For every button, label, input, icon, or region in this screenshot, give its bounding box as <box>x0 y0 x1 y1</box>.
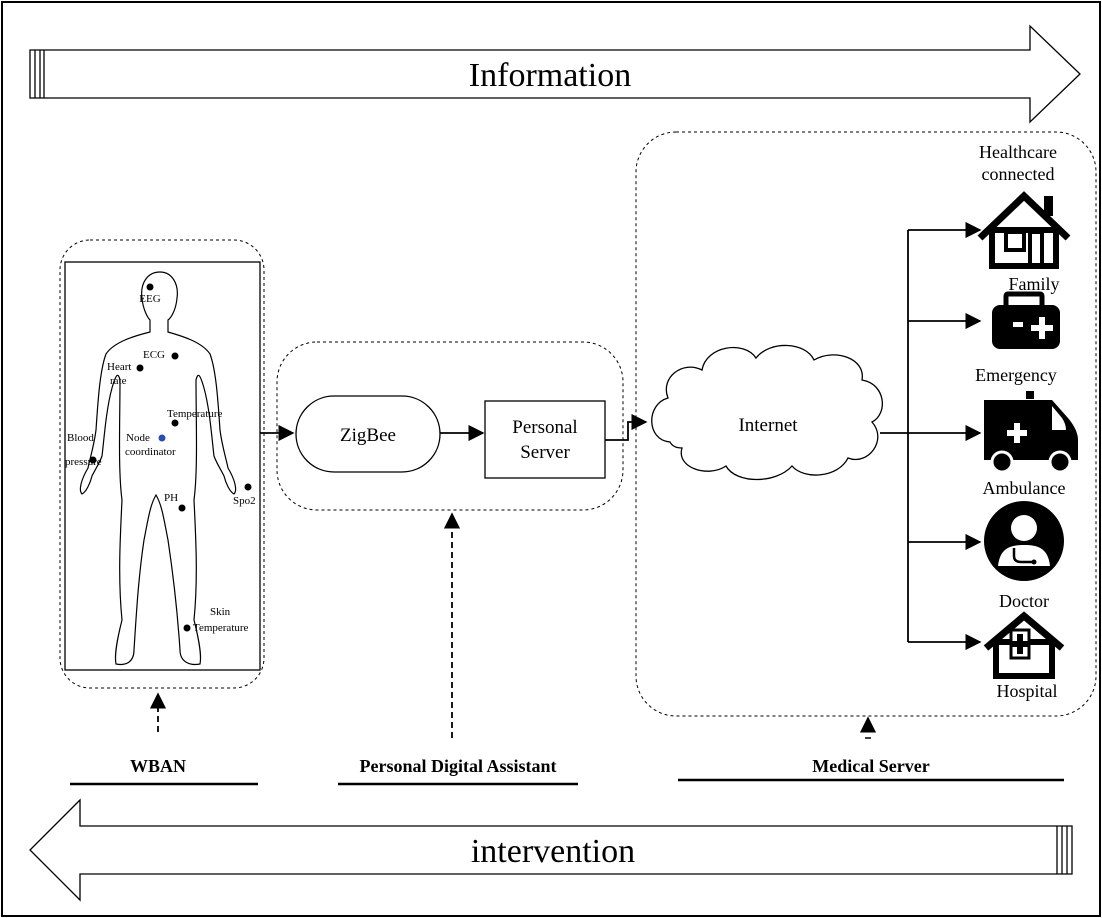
zigbee-label: ZigBee <box>340 425 396 446</box>
sensor-dots <box>89 283 252 632</box>
skin-temperature-sensor-dot <box>183 624 191 632</box>
pda-section-label: Personal Digital Assistant <box>359 756 556 776</box>
heart-rate-label-2: rate <box>110 375 127 387</box>
ecg-label: ECG <box>143 349 165 361</box>
sensor-labels: EEG ECG Heart rate Temperature Node coor… <box>65 293 256 634</box>
healthcare-label-1: Healthcare <box>979 142 1057 162</box>
ph-label: PH <box>164 492 178 504</box>
blood-pressure-sensor-dot <box>89 456 97 464</box>
wban-group-border <box>59 239 265 689</box>
emergency-label: Emergency <box>975 365 1057 385</box>
blood-pressure-label-2: pressure <box>65 456 102 468</box>
intervention-arrow: intervention <box>29 798 1073 902</box>
medical-group-border <box>635 131 1097 717</box>
internet-cloud <box>651 344 883 481</box>
healthcare-label-2: connected <box>982 164 1055 184</box>
information-label: Information <box>469 57 631 94</box>
doctor-icon <box>984 501 1064 581</box>
heart-rate-sensor-dot <box>136 364 144 372</box>
intervention-label: intervention <box>471 833 635 870</box>
blood-pressure-label-1: Blood <box>67 432 94 444</box>
eeg-sensor-dot <box>146 283 154 291</box>
doctor-label: Doctor <box>999 591 1049 611</box>
family-label: Family <box>1008 274 1059 294</box>
heart-rate-label-1: Heart <box>107 361 131 373</box>
hospital-label: Hospital <box>997 681 1058 701</box>
server-to-internet-arrow <box>605 413 648 441</box>
wban-section-label: WBAN <box>130 756 186 776</box>
ambulance-icon <box>984 391 1078 474</box>
personal-server-node <box>484 400 606 479</box>
node-coordinator-dot <box>158 434 166 442</box>
ecg-sensor-dot <box>171 352 179 360</box>
personal-server-label-1: Personal <box>512 417 577 438</box>
temperature-sensor-dot <box>171 419 179 427</box>
skin-label-1: Skin <box>210 606 231 618</box>
zigbee-node <box>295 395 441 473</box>
medical-kit-icon <box>992 291 1060 349</box>
house-icon <box>977 191 1071 269</box>
medical-section-label: Medical Server <box>812 756 929 776</box>
ambulance-label: Ambulance <box>983 478 1066 498</box>
hospital-icon <box>983 611 1065 679</box>
node-label-2: coordinator <box>125 446 176 458</box>
node-label-1: Node <box>126 432 150 444</box>
human-body-outline <box>79 271 237 666</box>
information-arrow: Information <box>29 24 1081 124</box>
temperature-label: Temperature <box>167 408 223 420</box>
internet-label: Internet <box>738 415 798 436</box>
spo2-sensor-dot <box>244 483 252 491</box>
skin-label-2: Temperature <box>193 622 249 634</box>
personal-server-label-2: Server <box>520 442 570 463</box>
ph-sensor-dot <box>178 504 186 512</box>
eeg-label: EEG <box>139 293 160 305</box>
pda-group-border <box>276 341 624 511</box>
spo2-label: Spo2 <box>233 495 256 507</box>
